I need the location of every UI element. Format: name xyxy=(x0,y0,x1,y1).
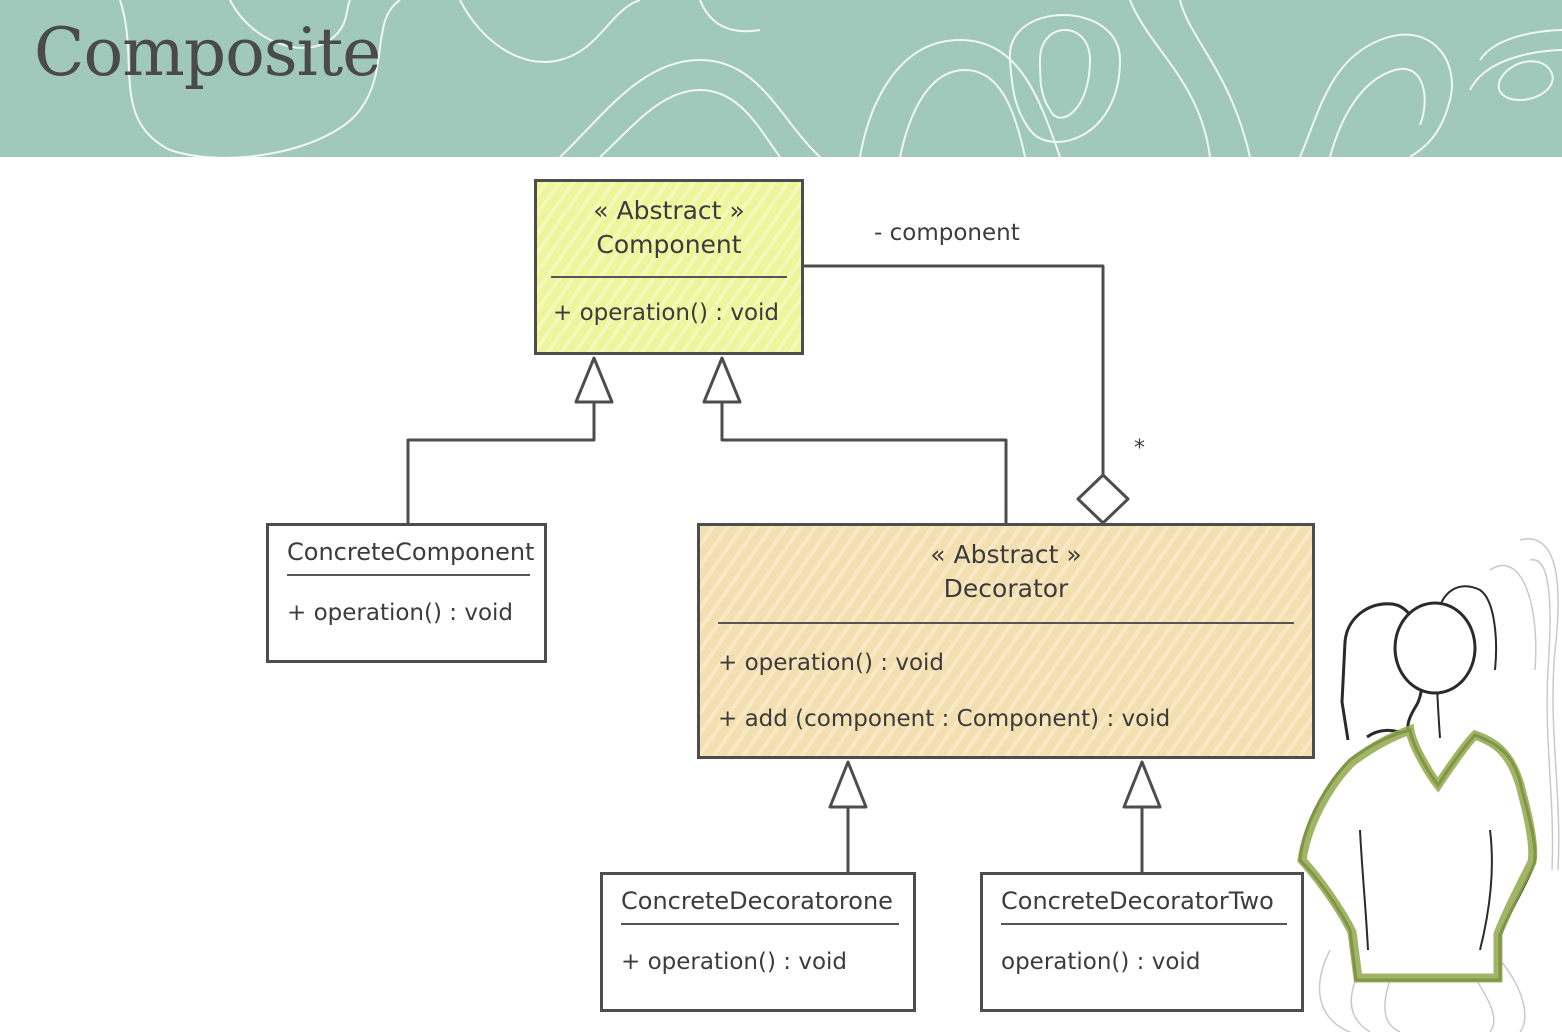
topographic-pattern xyxy=(119,0,1562,157)
class-operation: + add (component : Component) : void xyxy=(718,706,1171,732)
title-banner xyxy=(0,0,1562,157)
class-name: ConcreteDecoratorTwo xyxy=(1001,887,1274,915)
aggregation-line xyxy=(803,264,1105,475)
class-concrete-component[interactable]: ConcreteComponent + operation() : void xyxy=(266,523,547,663)
association-multiplicity: * xyxy=(1134,436,1145,461)
class-decorator[interactable]: « Abstract » Decorator + operation() : v… xyxy=(697,523,1315,759)
class-stereotype: « Abstract » xyxy=(593,196,745,225)
class-name: Component xyxy=(596,230,742,259)
class-divider xyxy=(551,276,787,278)
class-operation: + operation() : void xyxy=(287,600,514,626)
class-divider xyxy=(1001,923,1287,925)
generalization-arrowhead xyxy=(828,760,868,809)
class-name: ConcreteComponent xyxy=(287,538,535,566)
generalization-arrowhead xyxy=(1122,760,1162,809)
class-divider xyxy=(287,574,530,576)
class-component[interactable]: « Abstract » Component + operation() : v… xyxy=(534,179,804,355)
generalization-arrowhead xyxy=(574,356,614,404)
class-divider xyxy=(621,923,899,925)
generalization-line-decorator xyxy=(720,402,1008,523)
class-operation: operation() : void xyxy=(1001,949,1201,975)
class-operation: + operation() : void xyxy=(621,949,848,975)
class-name: Decorator xyxy=(943,574,1069,603)
class-operation: + operation() : void xyxy=(718,650,945,676)
person-illustration-icon xyxy=(1297,538,1560,1032)
slide-title: Composite xyxy=(34,14,381,91)
class-concrete-decorator-one[interactable]: ConcreteDecoratorone + operation() : voi… xyxy=(600,872,916,1012)
class-concrete-decorator-two[interactable]: ConcreteDecoratorTwo operation() : void xyxy=(980,872,1304,1012)
class-operation: + operation() : void xyxy=(553,300,780,326)
generalization-line-concretecomponent xyxy=(406,402,596,523)
aggregation-diamond xyxy=(1076,473,1130,525)
association-role-label: - component xyxy=(874,220,1020,246)
generalization-arrowhead xyxy=(702,356,742,404)
class-stereotype: « Abstract » xyxy=(930,540,1082,569)
class-name: ConcreteDecoratorone xyxy=(621,887,893,915)
class-divider xyxy=(718,622,1294,624)
